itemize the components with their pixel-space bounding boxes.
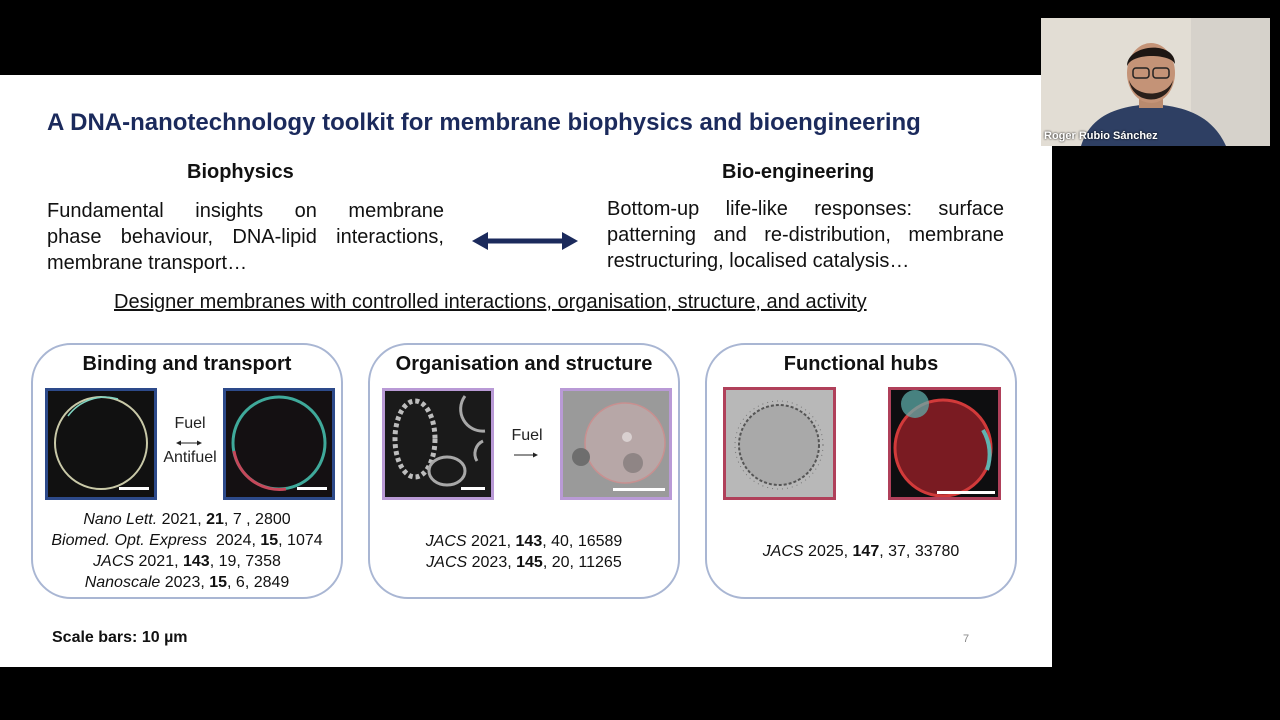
reference: JACS 2025, 147, 37, 33780 — [762, 543, 960, 560]
bioengineering-text: Bottom-up life-like responses: surface p… — [607, 196, 1004, 274]
references-list: Nano Lett. 2021, 21, 7 , 2800 Biomed. Op… — [33, 509, 341, 593]
bioengineering-line-2: patterning and re-distribution, membrane — [607, 224, 1004, 246]
double-arrow-icon — [472, 232, 578, 250]
reference: JACS 2021, 143, 40, 16589 — [425, 533, 623, 550]
references-list: JACS 2021, 143, 40, 16589 JACS 2023, 145… — [370, 531, 678, 573]
scale-bar — [297, 487, 327, 490]
reference: Nanoscale 2023, 15, 6, 2849 — [84, 574, 290, 591]
bioengineering-heading: Bio-engineering — [722, 161, 875, 183]
scale-bar — [461, 487, 485, 490]
scale-bar — [119, 487, 149, 490]
reference: JACS 2023, 145, 20, 11265 — [426, 554, 622, 571]
biophysics-line-3: membrane transport… — [47, 252, 248, 274]
biophysics-heading: Biophysics — [187, 161, 294, 183]
biophysics-line-2: phase behaviour, DNA-lipid interactions, — [47, 226, 444, 248]
phase-separated-micrograph — [382, 388, 494, 500]
cryo-em-vesicle-micrograph — [723, 387, 836, 500]
biophysics-text: Fundamental insights on membrane phase b… — [47, 198, 444, 276]
participant-video-tile[interactable]: Roger Rubio Sánchez — [1041, 18, 1270, 146]
reference: Biomed. Opt. Express 2024, 15, 1074 — [51, 532, 323, 549]
slide-page-number: 7 — [963, 633, 970, 645]
panel-title: Functional hubs — [783, 353, 939, 375]
panel-organisation-structure: Organisation and structure Fuel — [368, 343, 680, 599]
reversible-arrow-icon — [176, 440, 202, 446]
restructured-vesicle-micrograph — [560, 388, 672, 500]
bioengineering-line-1: Bottom-up life-like responses: surface — [607, 198, 1004, 220]
bioengineering-line-3: restructuring, localised catalysis… — [607, 250, 910, 272]
panel-title: Binding and transport — [82, 353, 292, 375]
right-arrow-icon — [514, 452, 538, 458]
fluorescent-vesicle-micrograph — [888, 387, 1001, 500]
slide-title: A DNA-nanotechnology toolkit for membran… — [47, 109, 921, 136]
scale-bar — [937, 491, 995, 494]
vesicle-micrograph-before — [45, 388, 157, 500]
reference: JACS 2021, 143, 19, 7358 — [93, 553, 281, 570]
presentation-slide: A DNA-nanotechnology toolkit for membran… — [0, 75, 1052, 667]
panel-title: Organisation and structure — [395, 353, 653, 375]
designer-membranes-line: Designer membranes with controlled inter… — [114, 291, 867, 313]
panel-binding-transport: Binding and transport Fuel Antifuel Nano… — [31, 343, 343, 599]
biophysics-line-1: Fundamental insights on membrane — [47, 200, 444, 222]
scale-bar-note: Scale bars: 10 µm — [52, 629, 188, 646]
fuel-label: Fuel — [174, 415, 206, 432]
participant-name: Roger Rubio Sánchez — [1044, 130, 1158, 142]
panel-functional-hubs: Functional hubs JACS 2025, 147, 37, 3378… — [705, 343, 1017, 599]
participant-avatar — [1041, 18, 1270, 146]
vesicle-micrograph-after — [223, 388, 335, 500]
scale-bar — [613, 488, 665, 491]
fuel-label: Fuel — [511, 427, 543, 444]
references-list: JACS 2025, 147, 37, 33780 — [707, 541, 1015, 562]
antifuel-label: Antifuel — [163, 449, 217, 466]
reference: Nano Lett. 2021, 21, 7 , 2800 — [83, 511, 291, 528]
